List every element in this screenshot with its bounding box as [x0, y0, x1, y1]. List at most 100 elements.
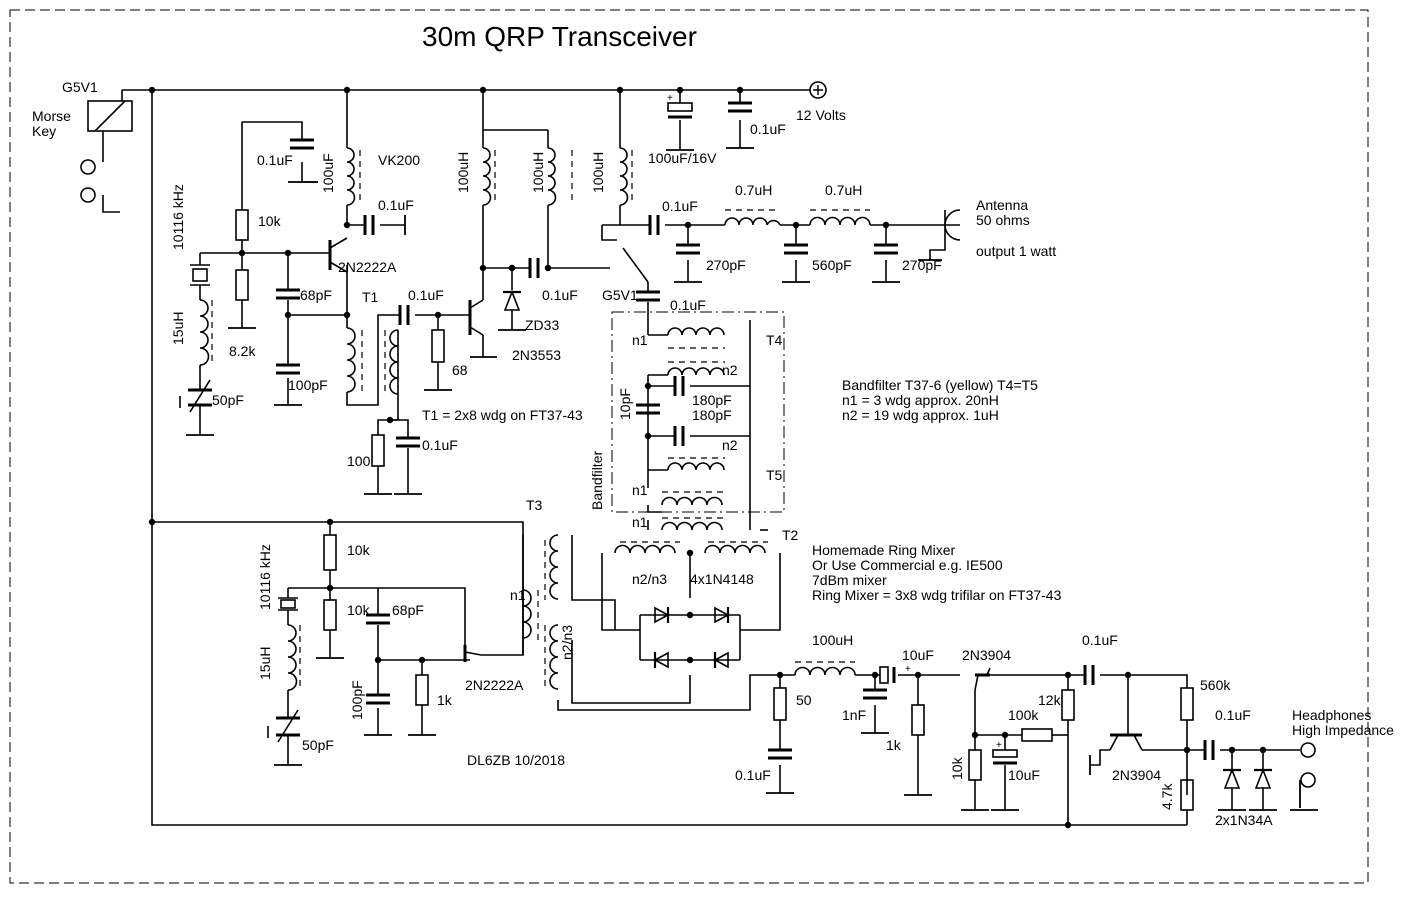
label-headphones: Headphones	[1292, 707, 1371, 723]
transistors	[328, 237, 1143, 751]
label-diodes: 4x1N4148	[690, 571, 754, 587]
label-r-50: 50	[796, 692, 812, 708]
label-c-100pf-top: 100pF	[288, 377, 328, 393]
bandfilter-box	[611, 311, 785, 513]
junction-dots	[148, 86, 1267, 829]
core-marks	[211, 150, 870, 690]
label-c-560pf: 560pF	[812, 257, 852, 273]
label-c-antenna: 0.1uF	[662, 198, 698, 214]
label-bandfilter-note3: n2 = 19 wdg approx. 1uH	[842, 407, 999, 423]
label-c-10uf-in: 10uF	[902, 647, 934, 663]
label-c-270pf-a: 270pF	[706, 257, 746, 273]
label-r-68: 68	[452, 362, 468, 378]
label-diodes-out: 2x1N34A	[1215, 812, 1273, 828]
label-c-100uf-16v: 100uF/16V	[648, 150, 717, 166]
diodes	[503, 289, 1272, 789]
antenna-connector	[935, 209, 961, 241]
label-crystal-lo: 10116 kHz	[257, 544, 273, 610]
label-c-270pf-b: 270pF	[902, 257, 942, 273]
label-mixer1: Homemade Ring Mixer	[812, 542, 955, 558]
label-l-0-7uh-b: 0.7uH	[825, 182, 862, 198]
svg-text:+: +	[667, 93, 673, 104]
label-c-10uf-e: 10uF	[1008, 767, 1040, 783]
label-c-if: 0.1uF	[735, 767, 771, 783]
label-n2-b: n2	[722, 437, 738, 453]
label-c-68pf-lo: 68pF	[392, 602, 424, 618]
label-c-68pf-top: 68pF	[300, 287, 332, 303]
label-r-100k: 100k	[1008, 707, 1039, 723]
capacitors	[276, 101, 1215, 760]
label-t4: T4	[766, 332, 783, 348]
label-mixer3: 7dBm mixer	[812, 572, 887, 588]
electrolytic-capacitors	[667, 102, 1018, 765]
label-c-50pf-lo: 50pF	[302, 737, 334, 753]
trimmer-capacitors	[179, 379, 300, 743]
polarity-marks: + + +	[667, 93, 1002, 751]
inductors	[199, 147, 871, 691]
label-c-collector: 0.1uF	[378, 197, 414, 213]
label-l-pa1: 100uH	[455, 152, 471, 193]
label-c-180pf-b: 180pF	[692, 407, 732, 423]
label-bandfilter-note2: n1 = 3 wdg approx. 20nH	[842, 392, 999, 408]
label-t1: T1	[362, 289, 379, 305]
label-mixer4: Ring Mixer = 3x8 wdg trifilar on FT37-43	[812, 587, 1062, 603]
label-t1-note: T1 = 2x8 wdg on FT37-43	[422, 407, 583, 423]
component-labels: G5V1 Morse Key 12 Volts 100uF/16V 0.1uF …	[32, 79, 1394, 828]
label-bandfilter: Bandfilter	[589, 451, 605, 510]
label-l-15uh-lo: 15uH	[257, 647, 273, 680]
crystals	[190, 264, 298, 611]
label-c-bias: 0.1uF	[257, 152, 293, 168]
label-r-10k-lo2: 10k	[347, 602, 371, 618]
label-c-50pf-top: 50pF	[212, 392, 244, 408]
label-c-t1: 0.1uF	[422, 437, 458, 453]
label-bandfilter-note1: Bandfilter T37-6 (yellow) T4=T5	[842, 377, 1038, 393]
label-n2n3-b: n2/n3	[559, 625, 575, 660]
label-antenna-ohms: 50 ohms	[976, 212, 1030, 228]
label-q-af1: 2N3904	[962, 647, 1011, 663]
label-antenna: Antenna	[976, 197, 1028, 213]
label-credit: DL6ZB 10/2018	[467, 752, 565, 768]
label-c-180pf-a: 180pF	[692, 392, 732, 408]
label-l-antenna: 100uH	[590, 152, 606, 193]
label-r-100: 100	[347, 453, 371, 469]
label-vk200: VK200	[378, 152, 420, 168]
label-t5: T5	[766, 467, 783, 483]
label-c-driver: 0.1uF	[408, 287, 444, 303]
label-c-pa: 0.1uF	[542, 287, 578, 303]
label-q-lo: 2N2222A	[465, 677, 524, 693]
border-frame	[9, 9, 1369, 884]
label-q-af2: 2N3904	[1112, 767, 1161, 783]
label-zd33: ZD33	[525, 317, 559, 333]
page-title: 30m QRP Transceiver	[422, 21, 697, 52]
label-morse: Morse	[32, 108, 71, 124]
label-l-0-7uh-a: 0.7uH	[735, 182, 772, 198]
label-mixer2: Or Use Commercial e.g. IE500	[812, 557, 1003, 573]
label-l-collector: 100uF	[320, 153, 336, 193]
label-relay2: G5V1	[602, 287, 638, 303]
label-t3: T3	[526, 497, 543, 513]
relay-coil	[87, 100, 133, 132]
label-r-4-7k: 4.7k	[1159, 783, 1175, 810]
label-c-1nf: 1nF	[842, 707, 866, 723]
label-n1-b: n1	[632, 482, 648, 498]
label-key: Key	[32, 123, 56, 139]
label-c-bandfilter: 0.1uF	[670, 297, 706, 313]
plus-sign	[813, 85, 823, 95]
label-n1-t3: n1	[510, 587, 526, 603]
label-t2: T2	[782, 527, 799, 543]
label-l-100uh-if: 100uH	[812, 632, 853, 648]
label-r-12k: 12k	[1038, 692, 1062, 708]
label-r-1k-af: 1k	[886, 737, 902, 753]
label-12-volts: 12 Volts	[796, 107, 846, 123]
resistors	[235, 209, 1194, 811]
label-c-out: 0.1uF	[1215, 707, 1251, 723]
label-n2n3-a: n2/n3	[632, 571, 667, 587]
label-r-10k-lo1: 10k	[347, 542, 371, 558]
label-n1-a: n1	[632, 332, 648, 348]
label-high-impedance: High Impedance	[1292, 722, 1394, 738]
label-c-supply: 0.1uF	[750, 121, 786, 137]
label-output-power: output 1 watt	[976, 243, 1056, 259]
label-r-10k-af: 10k	[949, 756, 965, 780]
label-l-pa2: 100uH	[530, 152, 546, 193]
